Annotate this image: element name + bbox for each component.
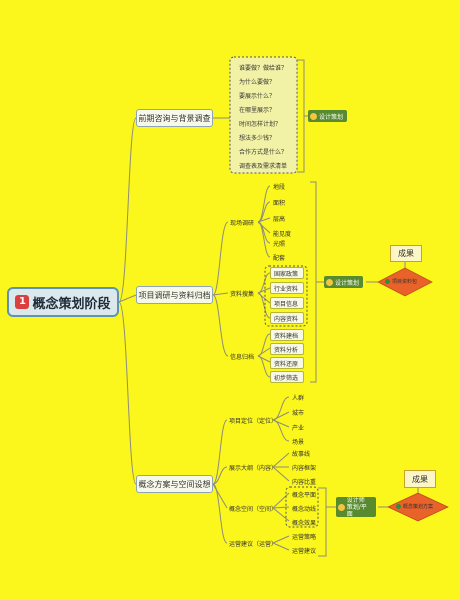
list-item[interactable]: 内容比重 xyxy=(292,478,317,486)
result-diamond-1 xyxy=(377,267,433,297)
tag-line-1: 设计师 xyxy=(346,496,365,504)
list-item[interactable]: 行业资料 xyxy=(270,282,304,294)
list-item[interactable]: 内容框架 xyxy=(292,464,317,472)
list-item[interactable]: 内容资料 xyxy=(270,312,304,324)
list-item[interactable]: 概念动线 xyxy=(292,505,317,513)
list-item[interactable]: 城市 xyxy=(292,409,305,417)
group-outline[interactable]: 展示大纲（内容） xyxy=(229,464,278,472)
person-icon xyxy=(338,503,345,511)
result-item-label: 项目资料包 xyxy=(392,279,418,285)
tag-label: 设计策划 xyxy=(335,279,360,287)
list-item[interactable]: 产业 xyxy=(292,424,305,432)
result-item-label: 概念策划方案 xyxy=(403,504,434,510)
person-icon xyxy=(326,278,333,286)
list-item[interactable]: 地段 xyxy=(273,183,286,191)
list-item[interactable]: 人群 xyxy=(292,394,305,402)
list-item[interactable]: 资料分析 xyxy=(270,343,304,355)
list-item[interactable]: 故事线 xyxy=(292,450,311,458)
result-badge-2[interactable]: 成果 xyxy=(404,470,436,488)
list-item[interactable]: 运营策略 xyxy=(292,533,317,541)
result-item-1[interactable]: 项目资料包 xyxy=(385,278,417,285)
design-plan-tag-2[interactable]: 设计策划 xyxy=(324,276,364,288)
root-label: 概念策划阶段 xyxy=(32,296,111,312)
root-number-badge: 1 xyxy=(15,295,30,309)
list-item[interactable]: 光照 xyxy=(273,240,286,248)
design-plan-tag-1[interactable]: 设计策划 xyxy=(308,110,348,122)
status-dot-icon xyxy=(396,504,401,509)
list-item[interactable]: 场景 xyxy=(292,438,305,446)
list-item[interactable]: 运营建议 xyxy=(292,547,317,555)
branch-concept[interactable]: 概念方案与空间设想 xyxy=(136,475,213,493)
list-item[interactable]: 资料建档 xyxy=(270,329,304,341)
list-item[interactable]: 国家政策 xyxy=(270,267,304,279)
list-item[interactable]: 谁要做？做给谁？ xyxy=(239,64,288,72)
group-site-survey[interactable]: 现场调研 xyxy=(230,219,255,227)
group-archive[interactable]: 信息归档 xyxy=(230,353,255,361)
list-item[interactable]: 初步筛选 xyxy=(270,371,304,383)
list-item[interactable]: 资料还原 xyxy=(270,357,304,369)
status-dot-icon xyxy=(385,279,390,284)
root-node[interactable]: 1 概念策划阶段 xyxy=(7,287,119,317)
list-item[interactable]: 在哪里展示？ xyxy=(239,106,276,114)
group-space[interactable]: 概念空间（空间） xyxy=(229,505,278,513)
list-item[interactable]: 配套 xyxy=(273,254,286,262)
list-item[interactable]: 想法多少钱？ xyxy=(239,134,276,142)
branch-research[interactable]: 项目调研与资料归档 xyxy=(136,286,213,304)
list-item[interactable]: 面积 xyxy=(273,199,286,207)
tag-line-2: 策划/平面 xyxy=(346,503,367,518)
person-icon xyxy=(310,112,317,120)
result-diamond-2 xyxy=(387,492,449,522)
branch-pre-consult[interactable]: 前期咨询与背景调查 xyxy=(136,109,213,127)
group-operation[interactable]: 运营建议（运营） xyxy=(229,540,278,548)
designer-tag[interactable]: 设计师 策划/平面 xyxy=(336,497,376,518)
list-item[interactable]: 时间怎样计划？ xyxy=(239,120,282,128)
list-item[interactable]: 为什么要做？ xyxy=(239,78,276,86)
designer-tag-text: 设计师 策划/平面 xyxy=(347,497,372,518)
list-item[interactable]: 调查表及需求清单 xyxy=(239,162,288,170)
list-item[interactable]: 层高 xyxy=(273,215,286,223)
list-item[interactable]: 概念效果 xyxy=(292,519,317,527)
group-positioning[interactable]: 项目定位（定位） xyxy=(229,417,278,425)
list-item[interactable]: 能见度 xyxy=(273,230,292,238)
result-item-2[interactable]: 概念策划方案 xyxy=(396,503,433,510)
tag-label: 设计策划 xyxy=(319,113,344,121)
list-item[interactable]: 合作方式是什么？ xyxy=(239,148,288,156)
list-item[interactable]: 概念平面 xyxy=(292,491,317,499)
list-item[interactable]: 项目信息 xyxy=(270,297,304,309)
group-collect-data[interactable]: 资料搜集 xyxy=(230,290,255,298)
list-item[interactable]: 要展示什么？ xyxy=(239,92,276,100)
result-badge-1[interactable]: 成果 xyxy=(390,245,422,262)
